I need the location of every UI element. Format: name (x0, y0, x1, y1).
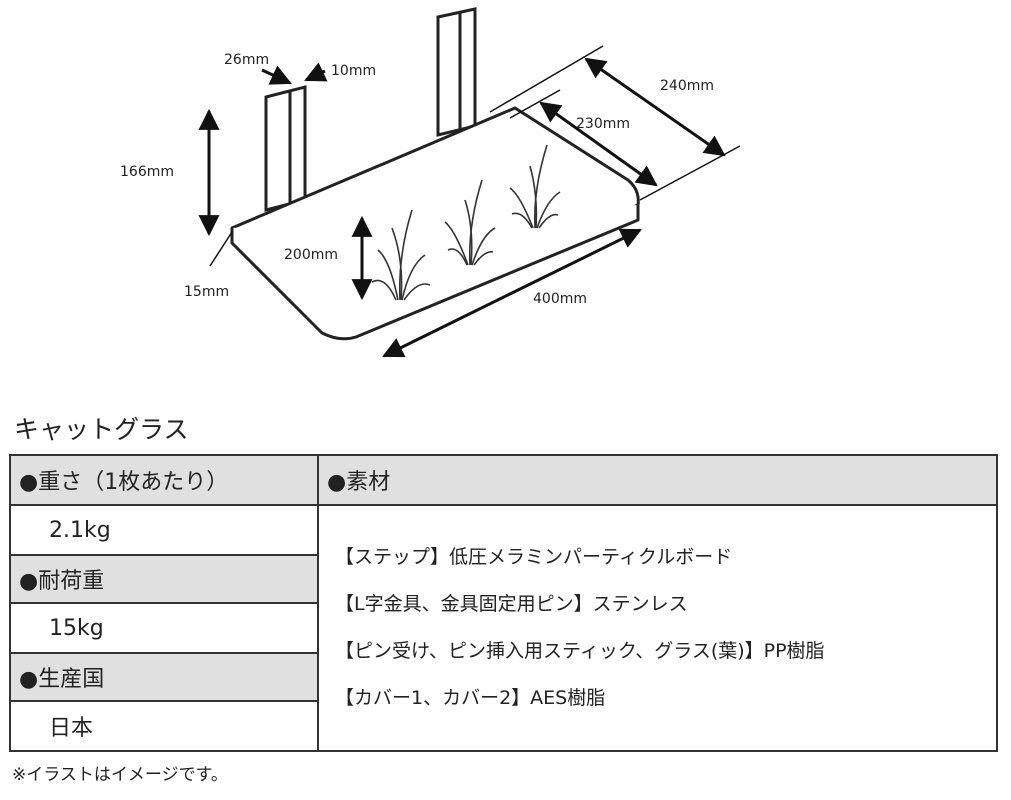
dim-230-label: 230mm (576, 116, 630, 132)
row-divider (11, 554, 317, 556)
weight-value: 2.1kg (11, 506, 317, 554)
dim-26-arrow (261, 65, 292, 85)
load-label: ●耐荷重 (11, 556, 317, 602)
dim-400-arrow (382, 228, 642, 358)
origin-label: ●生産国 (11, 654, 317, 700)
materials-list: 【ステップ】低圧メラミンパーティクルボード 【L字金具、金具固定用ピン】ステンレ… (327, 528, 1005, 722)
dim-400-label: 400mm (533, 291, 587, 307)
dim-166-label: 166mm (120, 164, 174, 180)
column-divider (317, 456, 319, 750)
dim-10-label: 10mm (331, 63, 376, 79)
row-divider (11, 504, 996, 506)
product-illustration: 26mm 10mm 166mm 15mm 200mm 400mm 230mm 2… (120, 7, 741, 358)
product-title: キャットグラス (14, 415, 189, 444)
back-post (436, 7, 477, 137)
material-item: 【L字金具、金具固定用ピン】ステンレス (335, 593, 688, 615)
load-value: 15kg (11, 604, 317, 652)
material-item: 【ステップ】低圧メラミンパーティクルボード (335, 546, 733, 568)
spec-table: ●重さ（1枚あたり） 2.1kg ●耐荷重 15kg ●生産国 日本 ●素材 【… (9, 454, 998, 752)
origin-value: 日本 (11, 702, 317, 750)
row-divider (11, 602, 317, 604)
dim-200-label: 200mm (284, 247, 338, 263)
dim-240-label: 240mm (660, 78, 714, 94)
row-divider (11, 700, 317, 702)
front-post (264, 85, 307, 212)
dim-15-label: 15mm (184, 284, 229, 300)
dim-240-arrow (584, 57, 726, 157)
dim-26-label: 26mm (224, 52, 269, 68)
footnote: ※イラストはイメージです。 (12, 765, 228, 785)
weight-label: ●重さ（1枚あたり） (11, 456, 317, 504)
dim-10-arrow (304, 62, 328, 82)
material-item: 【カバー1、カバー2】AES樹脂 (335, 687, 606, 709)
material-label: ●素材 (319, 456, 996, 504)
material-item: 【ピン受け、ピン挿入用スティック、グラス(葉)】PP樹脂 (335, 640, 825, 662)
row-divider (11, 652, 317, 654)
